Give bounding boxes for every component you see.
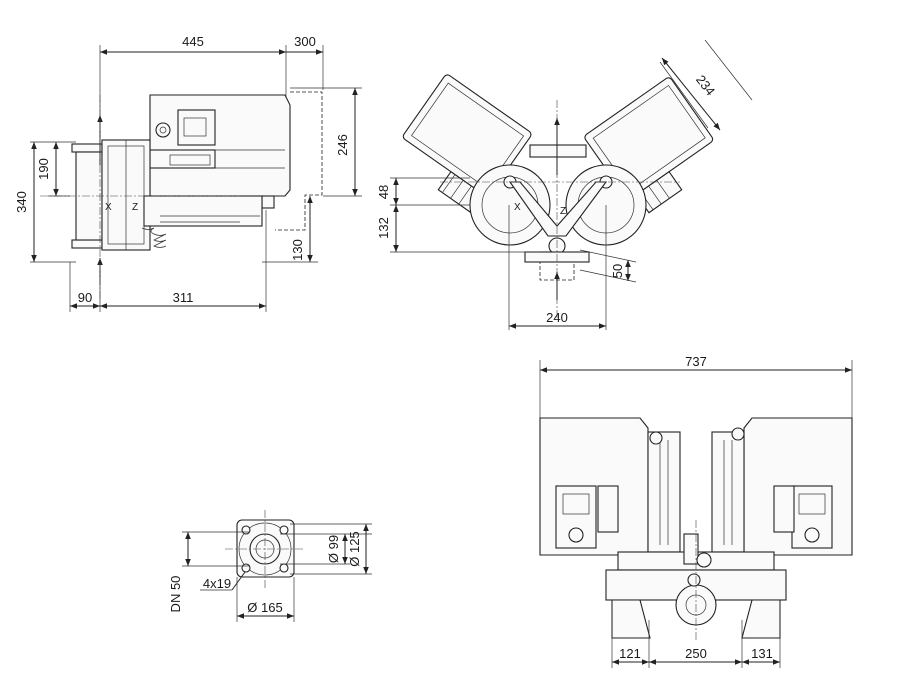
- motor-housing: [149, 94, 291, 197]
- bolt-hole: [241, 525, 251, 535]
- outlet-flange: [529, 144, 587, 158]
- axis-label-z: Z: [560, 206, 566, 217]
- dim-240: 240: [546, 310, 568, 325]
- left-control-knob: [568, 527, 584, 543]
- left-motor: [402, 74, 532, 214]
- dim-holes: 4x19: [203, 576, 231, 591]
- dim-48: 48: [376, 185, 391, 199]
- dim-445: 445: [182, 34, 204, 49]
- dim-311: 311: [173, 290, 194, 305]
- right-control-knob: [804, 527, 820, 543]
- dim-132: 132: [376, 217, 391, 239]
- side-view: 445 300 X Z: [14, 34, 362, 312]
- dim-121: 121: [619, 646, 641, 661]
- axis-label-z: Z: [132, 202, 138, 213]
- bolt-hole: [279, 563, 289, 573]
- dim-line-234: [661, 57, 721, 131]
- dim-dn-50: DN 50: [168, 576, 183, 613]
- dim-737: 737: [685, 354, 707, 369]
- hole-leader: [231, 571, 246, 591]
- dim-234: 234: [693, 72, 718, 98]
- control-knob: [155, 122, 171, 138]
- bolt-hole: [241, 563, 251, 573]
- pump-lantern: [143, 195, 263, 227]
- dim-250: 250: [685, 646, 707, 661]
- dim-90: 90: [78, 290, 92, 305]
- dim-190: 190: [36, 158, 51, 180]
- dim-131: 131: [751, 646, 773, 661]
- display-panel: [177, 109, 216, 146]
- dim-340: 340: [14, 191, 29, 213]
- flange-view: DN 50 4x19 Ø 99 Ø 125 Ø 165: [168, 510, 372, 622]
- dim-d165: Ø 165: [247, 600, 282, 615]
- axis-label-x: X: [105, 202, 112, 213]
- dim-300: 300: [294, 34, 316, 49]
- dim-d99: Ø 99: [326, 535, 341, 563]
- dim-50: 50: [610, 264, 625, 278]
- dim-d125: Ø 125: [347, 531, 362, 566]
- front-view: 737 121: [539, 354, 853, 668]
- dim-130: 130: [290, 239, 305, 261]
- axis-label-x: X: [514, 202, 521, 213]
- top-view: X Z 234 48 132 50 240: [376, 39, 753, 330]
- bolt-hole: [279, 525, 289, 535]
- dim-246: 246: [335, 134, 350, 156]
